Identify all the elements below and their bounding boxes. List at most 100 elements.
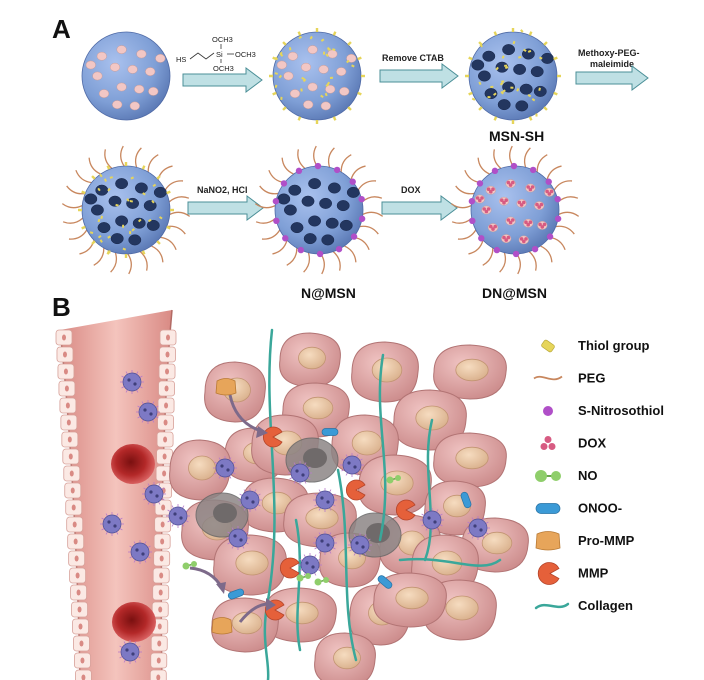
tumor-cell	[279, 332, 341, 388]
methoxy-peg-label-line1: Methoxy-PEG-	[578, 48, 640, 58]
peg-chain	[516, 253, 521, 275]
peg-chain	[361, 196, 383, 203]
och3-bottom-label: OCH3	[213, 64, 234, 73]
onoo	[377, 575, 393, 589]
dox-icon	[540, 436, 556, 450]
legend-item: S-Nitrosothiol	[543, 403, 664, 418]
mmp-icon	[537, 562, 560, 585]
peg-chain	[313, 145, 318, 167]
onoo	[460, 491, 472, 509]
tumor-cell	[283, 492, 357, 548]
peg-chain	[546, 165, 562, 180]
peg-chain	[61, 203, 83, 209]
legend-item: NO	[535, 468, 598, 483]
hs-label: HS	[176, 55, 186, 64]
peg-chain	[261, 229, 281, 240]
peg-chain	[169, 211, 191, 217]
peg-chain	[127, 253, 132, 275]
peg-chain	[79, 240, 95, 255]
blood-vessel	[55, 309, 177, 680]
thiol-group-icon	[541, 339, 555, 353]
nanoparticle	[226, 526, 250, 550]
peg-chain	[286, 247, 298, 266]
nanoparticle	[288, 461, 312, 485]
peg-chain	[134, 147, 142, 168]
legend-label: PEG	[578, 371, 605, 386]
tumor-cell	[351, 341, 419, 403]
peg-chain	[168, 196, 190, 203]
legend-item: DOX	[540, 436, 607, 451]
panel-label-a: A	[52, 14, 71, 44]
legend-item: ONOO-	[535, 501, 622, 516]
peg-chain	[357, 180, 377, 191]
peg-chain	[93, 247, 105, 266]
och3-top-label: OCH3	[212, 35, 233, 44]
peg-chain	[555, 225, 575, 235]
peg-chain	[493, 149, 502, 169]
peg-chain	[157, 165, 173, 180]
peg-chain	[482, 247, 494, 266]
tumor-cell	[433, 344, 507, 400]
collagen-fiber	[336, 468, 358, 662]
dn-msn-particle	[450, 145, 580, 275]
collagen-fiber	[398, 557, 502, 567]
nanoparticle	[142, 482, 166, 506]
pro-mmp	[215, 378, 237, 396]
peg-chain	[455, 185, 475, 195]
apoptotic-cell	[195, 492, 249, 538]
nanoparticle	[118, 640, 142, 664]
nanoparticle	[213, 456, 237, 480]
peg-chain	[344, 245, 357, 263]
peg-chain	[104, 149, 113, 169]
peg-chain	[523, 147, 531, 168]
nanoparticle	[136, 400, 160, 424]
onoo-icon	[535, 503, 561, 514]
nanoparticle	[313, 488, 337, 512]
msn-sh-particle	[464, 27, 561, 125]
n-msn-particle	[254, 145, 384, 275]
peg-chain	[68, 229, 88, 240]
remove-ctab-label: Remove CTAB	[382, 53, 444, 63]
thiol-silane-structure: HS Si OCH3 OCH3 OCH3	[176, 35, 256, 73]
s-nitrosothiol-icon	[543, 406, 553, 416]
no-molecule	[386, 475, 401, 484]
no-molecule	[296, 573, 311, 582]
peg-chain	[66, 185, 86, 195]
no-molecule-icon	[535, 470, 561, 482]
peg-chain	[75, 169, 92, 184]
nanoparticle	[466, 516, 490, 540]
legend-item: Collagen	[534, 598, 633, 613]
panel-label-b: B	[52, 292, 71, 322]
peg-chain	[528, 251, 537, 271]
legend-item: MMP	[537, 562, 609, 585]
peg-chain	[147, 154, 159, 173]
peg-chain	[499, 252, 507, 273]
peg-chain	[509, 145, 514, 167]
arrow-thiolation	[182, 67, 263, 93]
tumor-cell	[213, 534, 287, 596]
nanoparticle	[238, 488, 262, 512]
peg-chain	[553, 180, 573, 191]
si-label: Si	[216, 50, 223, 59]
mmp	[262, 426, 283, 448]
onoo	[227, 588, 245, 600]
tumor-cell	[263, 587, 337, 643]
nanoparticle	[128, 540, 152, 564]
arrow-nitrosation	[187, 195, 264, 221]
nanoparticle	[348, 533, 372, 557]
pro-mmp	[211, 617, 233, 635]
peg-chain	[320, 253, 325, 275]
peg-chain	[281, 157, 294, 175]
red-blood-cell	[111, 444, 155, 484]
peg-chain	[120, 145, 125, 167]
peg-chain	[166, 225, 186, 235]
methoxy-peg-label-line2: maleimide	[590, 59, 634, 69]
peg-chain	[332, 251, 341, 271]
no-molecule	[314, 577, 329, 586]
legend-item: Thiol group	[541, 338, 650, 353]
peg-chain	[557, 196, 579, 203]
peg-chain	[254, 203, 276, 209]
peg-chain	[297, 149, 306, 169]
peg-chain	[151, 245, 164, 263]
pegylated-msn-particle	[61, 145, 191, 275]
